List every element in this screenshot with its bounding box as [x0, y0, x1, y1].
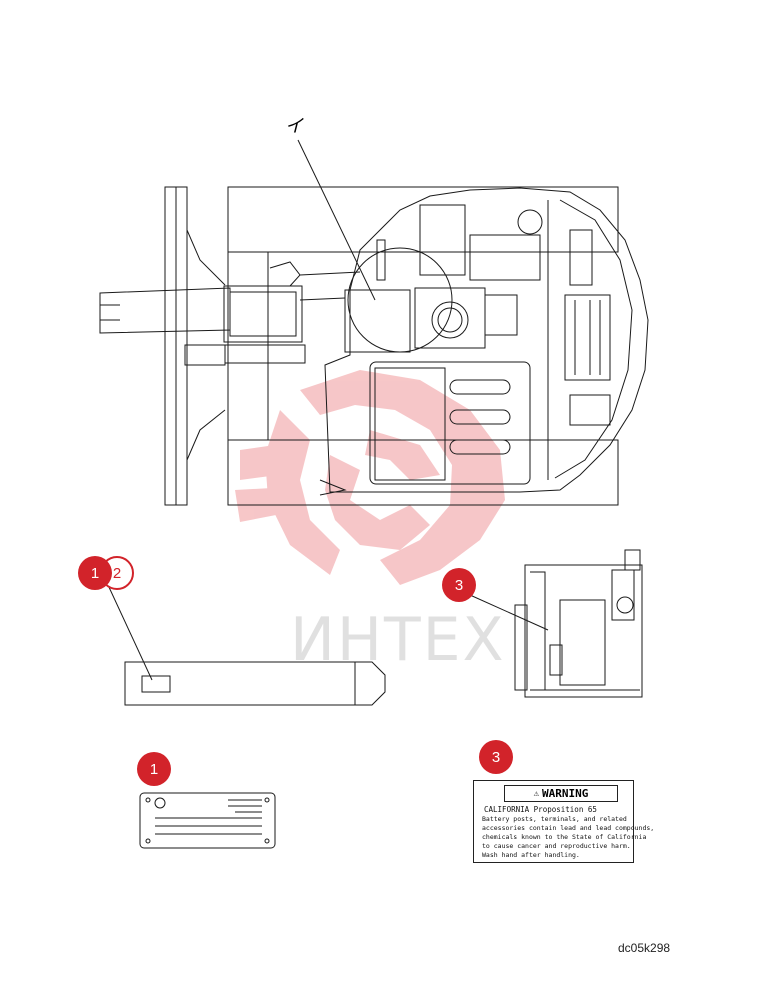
- warning-line: accessories contain lead and lead compou…: [482, 824, 655, 832]
- callout-3[interactable]: 3: [442, 568, 476, 602]
- warning-line: to cause cancer and reproductive harm.: [482, 842, 631, 850]
- warning-decal: ⚠ WARNING CALIFORNIA Proposition 65 Batt…: [473, 780, 654, 863]
- watermark-text: ИНТЕХ: [290, 605, 506, 675]
- warning-title: ⚠ WARNING: [504, 785, 618, 802]
- warning-line: Wash hand after handling.: [482, 851, 580, 859]
- drawing-code: dc05k298: [618, 941, 671, 955]
- callout-1[interactable]: 1: [78, 556, 112, 590]
- callout-1-plate[interactable]: 1: [137, 752, 171, 786]
- reference-label: イ: [285, 116, 303, 136]
- warning-line: chemicals known to the State of Californ…: [482, 833, 647, 841]
- warning-line: Battery posts, terminals, and related: [482, 815, 627, 823]
- callout-3-decal[interactable]: 3: [479, 740, 513, 774]
- warning-triangle-icon: ⚠: [533, 788, 540, 799]
- warning-line: CALIFORNIA Proposition 65: [484, 805, 597, 814]
